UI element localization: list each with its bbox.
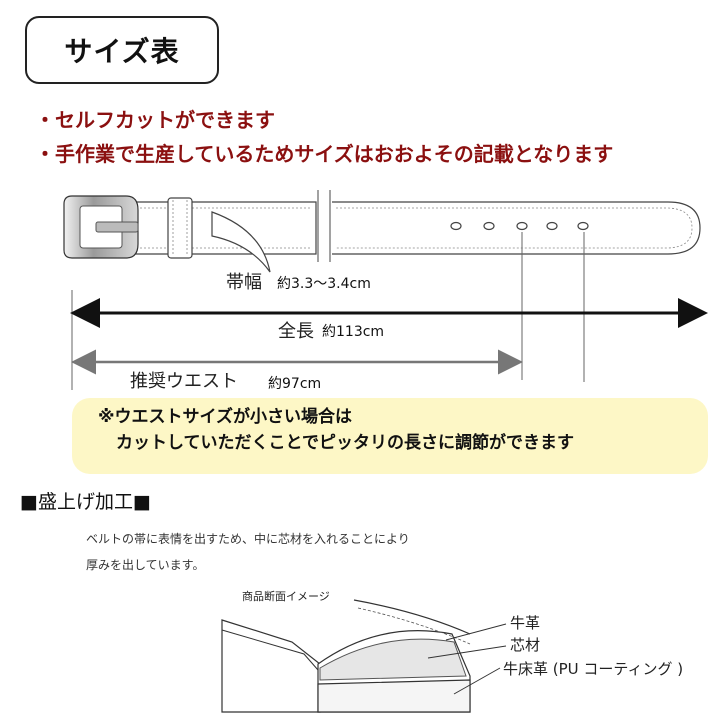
finish-section-heading: ■盛上げ加工■	[20, 491, 151, 513]
width-value: 約3.3～3.4cm	[277, 276, 371, 292]
belt-holes	[450, 221, 589, 231]
width-label: 帯幅	[226, 272, 262, 293]
note-self-cut: ・セルフカットができます	[35, 108, 275, 132]
layer-label-core: 芯材	[510, 636, 541, 654]
belt-hole	[546, 221, 558, 231]
belt-right-strap	[332, 201, 701, 255]
belt-hole	[450, 221, 462, 231]
callout-line-2: カットしていただくことでピッタリの長さに調節ができます	[116, 433, 574, 453]
total-length-value: 約113cm	[322, 324, 385, 340]
belt-hole	[483, 221, 495, 231]
waist-value: 約97cm	[268, 376, 322, 392]
belt-keeper	[167, 197, 193, 259]
total-length-label: 全長	[278, 321, 314, 342]
finish-description-line-2: 厚みを出しています。	[86, 558, 205, 572]
layer-label-cow-leather: 牛革	[510, 614, 541, 632]
cross-section-diagram	[221, 599, 507, 713]
width-callout-wedge	[211, 211, 271, 273]
buckle-icon	[63, 195, 139, 259]
waist-label: 推奨ウエスト	[130, 371, 238, 392]
belt-hole	[577, 221, 589, 231]
belt-hole	[516, 221, 528, 231]
size-chart-title: サイズ表	[25, 16, 219, 84]
cut-to-fit-callout: ※ウエストサイズが小さい場合は カットしていただくことでピッタリの長さに調節がで…	[72, 398, 708, 474]
layer-label-split-leather: 牛床革 (PU コーティング )	[503, 660, 684, 678]
callout-line-1: ※ウエストサイズが小さい場合は	[98, 407, 353, 427]
finish-description-line-1: ベルトの帯に表情を出すため、中に芯材を入れることにより	[86, 532, 410, 546]
note-handmade: ・手作業で生産しているためサイズはおおよその記載となります	[35, 142, 614, 166]
cross-section-caption: 商品断面イメージ	[242, 590, 330, 603]
